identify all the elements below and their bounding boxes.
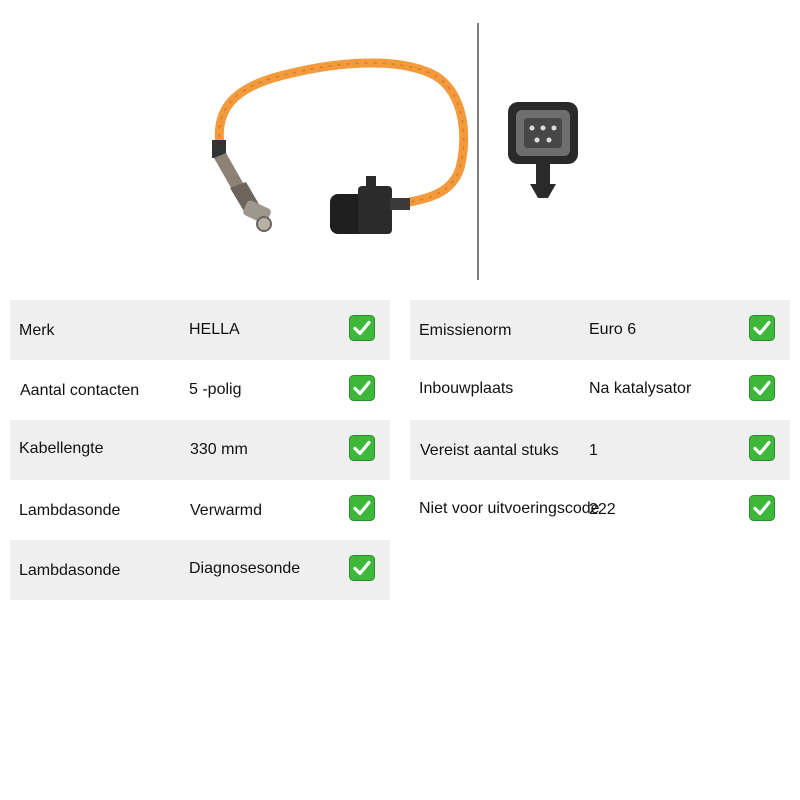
spec-label: Emissienorm <box>419 322 512 339</box>
spec-value: Verwarmd <box>190 502 263 519</box>
spec-row: Inbouwplaats Na katalysator <box>410 360 790 420</box>
sensor-connector <box>330 176 410 234</box>
spec-row: Lambdasonde Diagnosesonde <box>10 540 390 600</box>
check-box-icon <box>749 435 775 461</box>
spec-table-left: Merk HELLA Aantal contacten 5 -polig Kab… <box>10 300 390 600</box>
spec-row: Kabellengte 330 mm <box>10 420 390 480</box>
spec-label: Merk <box>19 322 55 339</box>
spec-label: Lambdasonde <box>19 502 121 519</box>
spec-row: Vereist aantal stuks 1 <box>410 420 790 480</box>
spec-label: Aantal contacten <box>20 382 140 399</box>
check-box-icon <box>349 315 375 341</box>
spec-value: Diagnosesonde <box>189 560 301 577</box>
check-box-icon <box>349 435 375 461</box>
spec-value: Na katalysator <box>589 380 692 397</box>
check-box-icon <box>349 555 375 581</box>
spec-label: Niet voor uitvoeringscode <box>419 500 600 517</box>
spec-row: Emissienorm Euro 6 <box>410 300 790 360</box>
spec-value: 330 mm <box>190 441 248 458</box>
spec-value: 1 <box>589 442 598 459</box>
spec-row: Lambdasonde Verwarmd <box>10 480 390 540</box>
check-box-icon <box>349 495 375 521</box>
spec-table-right: Emissienorm Euro 6 Inbouwplaats Na katal… <box>410 300 790 540</box>
product-image <box>190 18 610 288</box>
spec-value: HELLA <box>189 321 240 338</box>
check-box-icon <box>349 375 375 401</box>
spec-value: 5 -polig <box>189 381 242 398</box>
lambda-sensor <box>212 140 272 232</box>
spec-value: 222 <box>589 501 616 518</box>
check-box-icon <box>749 315 775 341</box>
spec-label: Kabellengte <box>19 440 104 457</box>
spec-label: Lambdasonde <box>19 562 121 579</box>
spec-row: Merk HELLA <box>10 300 390 360</box>
check-box-icon <box>749 495 775 521</box>
spec-row: Aantal contacten 5 -polig <box>10 360 390 420</box>
spec-label: Inbouwplaats <box>419 380 514 397</box>
spec-value: Euro 6 <box>589 321 637 338</box>
spec-label: Vereist aantal stuks <box>420 442 559 459</box>
connector-face-view <box>508 102 578 198</box>
check-box-icon <box>749 375 775 401</box>
sensor-cable <box>214 58 469 208</box>
spec-row: Niet voor uitvoeringscode 222 <box>410 480 790 540</box>
